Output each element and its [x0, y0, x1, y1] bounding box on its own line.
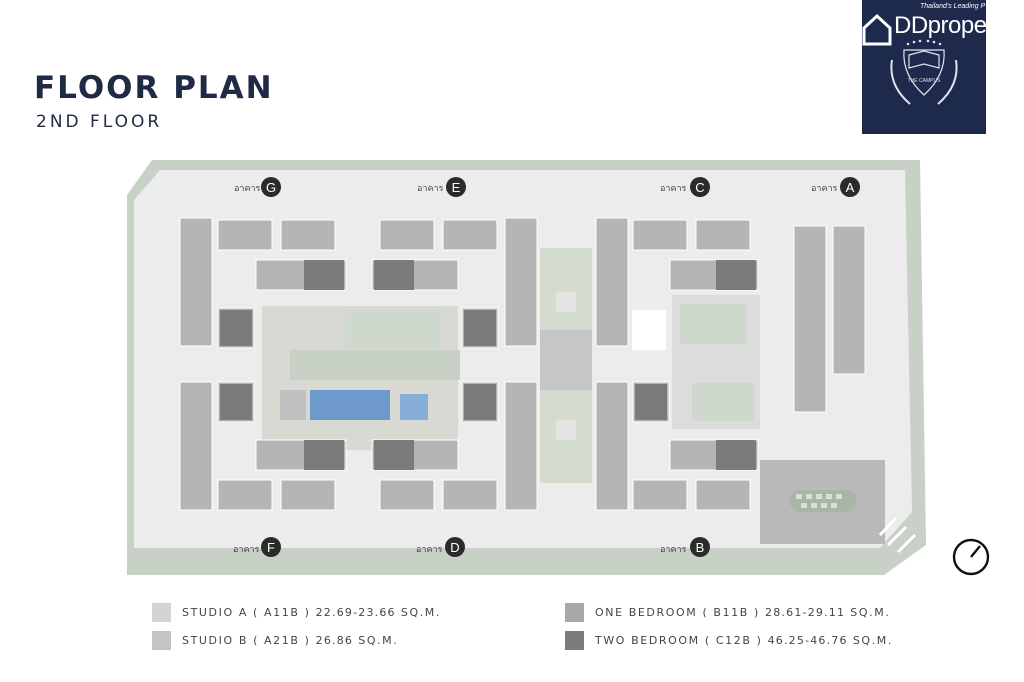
building-letter: F [267, 540, 275, 555]
legend-swatch [565, 603, 584, 622]
legend-area: 28.61-29.11 [765, 606, 846, 619]
legend-unit: SQ.M. [850, 606, 891, 619]
building-marker-b: อาคาร B [660, 537, 710, 557]
compass-icon [952, 538, 990, 576]
building-marker-d: อาคาร D [416, 537, 465, 557]
legend-unit: SQ.M. [358, 634, 399, 647]
house-icon [862, 13, 892, 46]
brand-logo[interactable]: Thailand's Leading P DDprope THE CAMPUS [862, 0, 986, 134]
legend-label: ONE BEDROOM ( B11B ) [595, 606, 760, 619]
page-subtitle: 2ND FLOOR [36, 112, 163, 132]
legend-label: STUDIO A ( A11B ) [182, 606, 311, 619]
legend-swatch [152, 603, 171, 622]
building-letter: B [696, 540, 705, 555]
building-prefix: อาคาร [233, 544, 260, 554]
building-letter: G [266, 180, 276, 195]
building-letter: E [452, 180, 461, 195]
legend-label: TWO BEDROOM ( C12B ) [595, 634, 763, 647]
building-prefix: อาคาร [660, 183, 687, 193]
building-prefix: อาคาร [234, 183, 261, 193]
building-prefix: อาคาร [416, 544, 443, 554]
building-marker-e: อาคาร E [417, 177, 466, 197]
legend-area: 22.69-23.66 [315, 606, 396, 619]
legend-area: 26.86 [315, 634, 354, 647]
legend-unit: SQ.M. [400, 606, 441, 619]
legend-unit: SQ.M. [852, 634, 893, 647]
building-marker-g: อาคาร G [234, 177, 281, 197]
building-marker-a: อาคาร A [811, 177, 860, 197]
emblem-text: THE CAMPUS [908, 78, 941, 84]
building-letter: D [450, 540, 459, 555]
building-marker-f: อาคาร F [233, 537, 281, 557]
legend-label: STUDIO B ( A21B ) [182, 634, 311, 647]
campus-emblem-icon: THE CAMPUS [890, 39, 958, 105]
legend-swatch [565, 631, 584, 650]
building-marker-c: อาคาร C [660, 177, 710, 197]
building-prefix: อาคาร [417, 183, 444, 193]
legend-area: 46.25-46.76 [767, 634, 848, 647]
page-title: FLOOR PLAN [34, 70, 274, 106]
building-letter: C [695, 180, 704, 195]
building-prefix: อาคาร [660, 544, 687, 554]
logo-brand: DDprope [894, 12, 986, 39]
legend-swatch [152, 631, 171, 650]
building-letter: A [846, 180, 855, 195]
logo-tagline: Thailand's Leading P [920, 3, 986, 10]
building-prefix: อาคาร [811, 183, 838, 193]
floor-plan: อาคาร G อาคาร E อาคาร C อาคาร A อาคาร F … [127, 160, 926, 575]
